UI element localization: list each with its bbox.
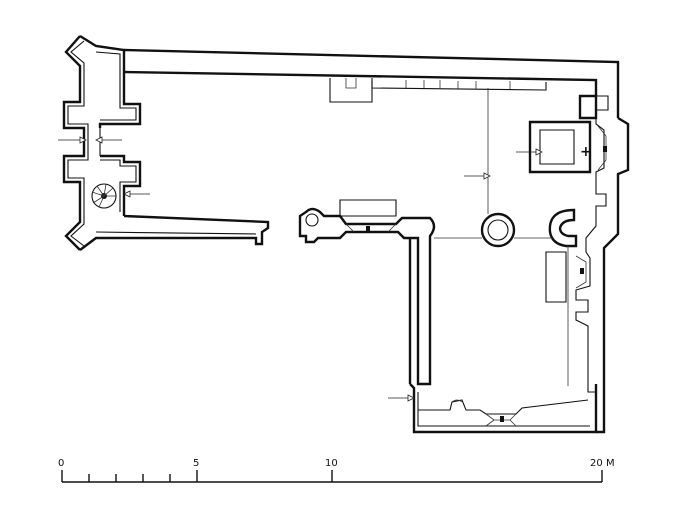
courtyard-lines — [434, 88, 569, 386]
arrow-courtyard — [464, 172, 491, 180]
scale-bar: 0 5 10 20 M — [58, 458, 615, 483]
scale-label-5: 5 — [193, 458, 199, 469]
chapel: + — [528, 120, 592, 174]
north-wall — [123, 48, 620, 118]
altar-cross-symbol: + — [580, 144, 592, 160]
scale-label-20: 20 — [590, 458, 603, 469]
round-towers — [480, 208, 578, 248]
arrow-stair — [123, 190, 150, 198]
entrance-arrows — [58, 136, 543, 402]
central-wing — [298, 199, 598, 434]
scale-label-0: 0 — [58, 458, 64, 469]
spiral-staircase — [91, 183, 117, 209]
south-wall-west — [79, 214, 270, 251]
arrow-chapel — [516, 148, 543, 156]
west-tower — [62, 34, 142, 251]
arrow-west-passage-out — [95, 136, 122, 144]
scale-label-10: 10 — [325, 458, 338, 469]
arrow-west-passage-in — [58, 136, 87, 144]
scale-unit: M — [606, 458, 615, 469]
east-wall — [575, 94, 630, 434]
arrow-south-wing — [388, 394, 415, 402]
